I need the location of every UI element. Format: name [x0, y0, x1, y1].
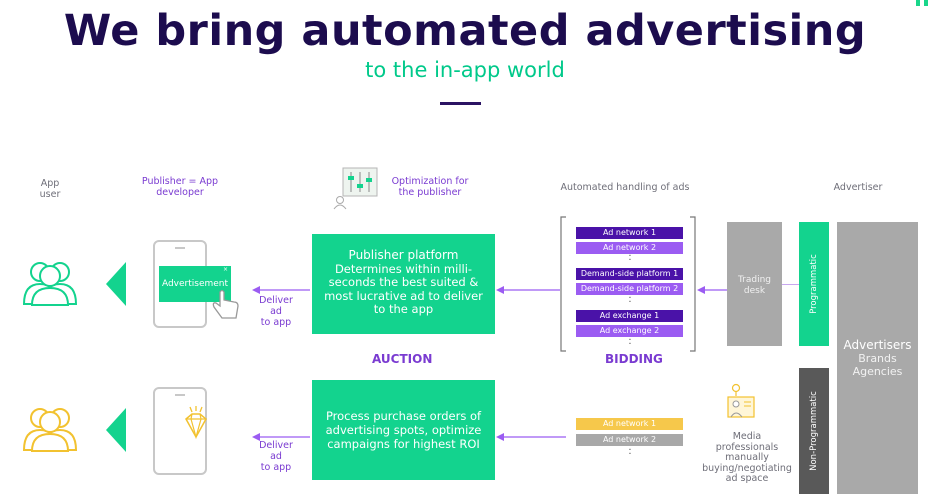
process-text: Process purchase orders of advertising s… [325, 409, 482, 451]
bar-ad-network-2: Ad network 2 [576, 242, 683, 254]
bar-dsp-2: Demand-side platform 2 [576, 283, 683, 295]
title-divider [440, 102, 481, 105]
connector-line [782, 284, 799, 285]
auction-label: AUCTION [372, 352, 433, 366]
advertisers-brands: Brands [858, 352, 897, 365]
trading-desk-label: Trading desk [737, 275, 772, 296]
page-title: We bring automated advertising [63, 6, 867, 56]
ellipsis-4: ·· [628, 445, 632, 460]
chevron-left-icon [106, 262, 126, 306]
trading-desk-panel: Trading desk [727, 222, 782, 346]
deliver-label-bottom: Deliver ad to app [259, 440, 293, 473]
hand-pointer-icon [210, 288, 240, 322]
process-box: Process purchase orders of advertising s… [312, 380, 495, 480]
media-professionals-text: Media professionals manually buying/nego… [702, 431, 792, 484]
bar-ad-exchange-1: Ad exchange 1 [576, 310, 683, 322]
advertisement-banner: Advertisement [159, 266, 231, 302]
users-icon [16, 258, 84, 306]
bar-dsp-1: Demand-side platform 1 [576, 268, 683, 280]
advertisers-title: Advertisers [843, 338, 912, 352]
column-optimization: Optimization for the publisher [391, 176, 469, 198]
platform-title: Publisher platform [348, 248, 459, 262]
ellipsis-1: ·· [628, 251, 632, 266]
non-programmatic-panel: Non-Programmatic [799, 368, 829, 494]
chevron-left-icon-bottom [106, 408, 126, 452]
corner-accent [916, 0, 920, 6]
advertisers-agencies: Agencies [852, 365, 903, 378]
bar-ad-exchange-2: Ad exchange 2 [576, 325, 683, 337]
bidding-bracket [560, 216, 696, 352]
bar-ad-network-1: Ad network 1 [576, 227, 683, 239]
programmatic-label: Programmatic [809, 254, 819, 314]
optimization-icon [333, 166, 383, 210]
phone-speaker [175, 247, 185, 249]
phone-speaker-bottom [175, 394, 185, 396]
arrow-trading-to-bidding [697, 280, 727, 294]
media-professional-icon [722, 383, 758, 423]
arrow-deliver-bottom [252, 427, 310, 441]
advertisers-panel: Advertisers Brands Agencies [837, 222, 918, 494]
deliver-label-top: Deliver ad to app [259, 295, 293, 328]
arrow-network-to-process [496, 427, 566, 441]
platform-text: Determines within milli- seconds the bes… [324, 261, 483, 316]
arrow-bidding-to-platform [496, 280, 560, 294]
corner-accent-2 [924, 0, 928, 6]
page-subtitle: to the in-app world [365, 58, 565, 82]
column-advertiser: Advertiser [833, 182, 883, 193]
ellipsis-3: ·· [628, 335, 632, 350]
diamond-icon [178, 405, 214, 445]
column-app-user: App user [39, 178, 61, 200]
bar-ad-network-2-bottom: Ad network 2 [576, 434, 683, 446]
arrow-deliver-top [252, 280, 310, 294]
column-automated: Automated handling of ads [560, 182, 690, 193]
close-icon: × [223, 266, 229, 273]
programmatic-panel: Programmatic [799, 222, 829, 346]
column-publisher: Publisher = App developer [141, 176, 219, 198]
ellipsis-2: ·· [628, 293, 632, 308]
non-programmatic-label: Non-Programmatic [809, 391, 819, 471]
publisher-platform-box: Publisher platform Determines within mil… [312, 234, 495, 334]
bidding-label: BIDDING [605, 352, 663, 366]
users-icon-bottom [16, 404, 84, 452]
phone-frame-bottom [153, 387, 207, 475]
bar-ad-network-1-bottom: Ad network 1 [576, 418, 683, 430]
